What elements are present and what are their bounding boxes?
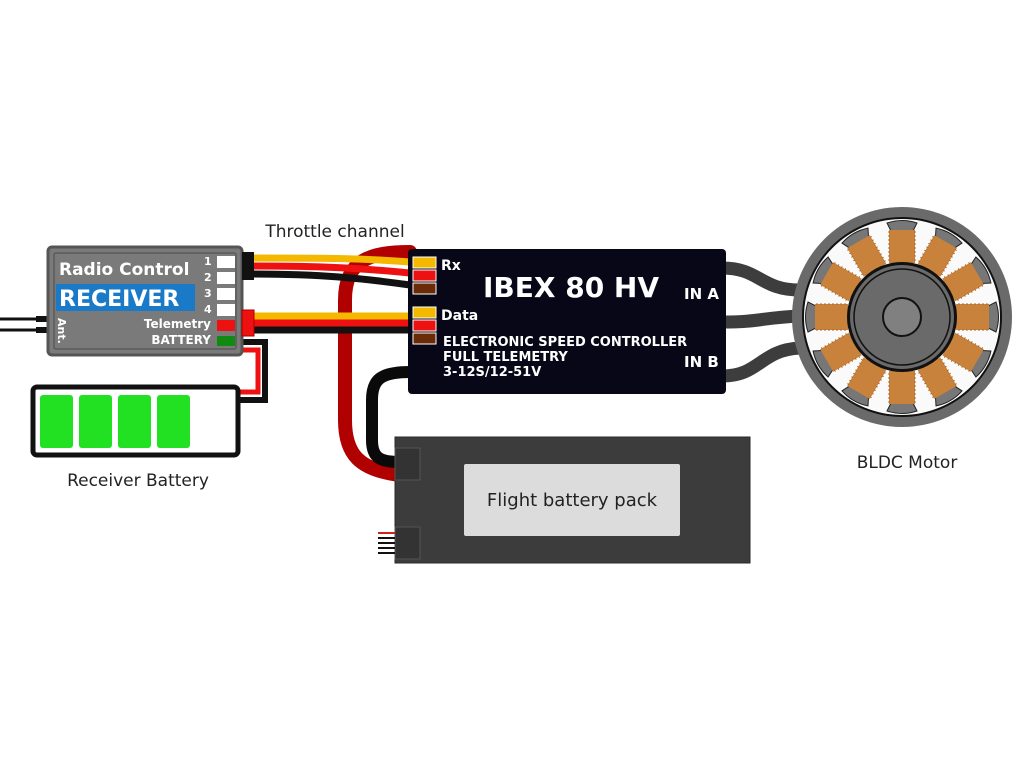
telemetry-label: Telemetry <box>144 317 211 331</box>
esc-rx-label: Rx <box>441 258 461 274</box>
motor-shaft <box>882 297 922 337</box>
telemetry-connector <box>241 309 255 337</box>
channel-1-label: 1 <box>204 255 212 268</box>
channel-2-label: 2 <box>204 271 212 284</box>
esc-data-port <box>412 306 437 345</box>
stator-coil <box>917 357 963 407</box>
main-power-connector <box>394 447 421 481</box>
esc-telemetry: FULL TELEMETRY <box>443 350 568 365</box>
stator-coil <box>886 220 918 263</box>
balance-connector <box>394 526 421 560</box>
channel-3-label: 3 <box>204 287 212 300</box>
flight-battery: Flight battery pack <box>378 436 751 564</box>
telemetry-cable <box>250 312 410 334</box>
channel-4-port <box>217 304 235 316</box>
bldc-motor <box>792 207 1012 427</box>
esc-rx-port <box>412 256 437 295</box>
rx-battery-plus-wire <box>238 347 261 395</box>
telemetry-port <box>217 320 235 331</box>
esc-data-label: Data <box>441 308 478 324</box>
esc: Rx Data IBEX 80 HV IN A IN B ELECTRONIC … <box>408 249 726 394</box>
esc-model: IBEX 80 HV <box>483 271 659 304</box>
antenna-label: Ant. <box>55 318 68 344</box>
stator-coil <box>886 371 918 414</box>
stator-coil <box>812 256 862 302</box>
rx-battery-minus-wire <box>238 339 268 403</box>
battery-cell <box>118 395 151 448</box>
receiver: Radio Control RECEIVER Ant. 1 2 3 4 Tele… <box>46 245 255 357</box>
throttle-channel-label: Throttle channel <box>264 222 404 242</box>
esc-in-b: IN B <box>684 353 719 371</box>
power-plus-wire <box>338 245 417 482</box>
receiver-title: Radio Control <box>59 260 189 280</box>
esc-description: ELECTRONIC SPEED CONTROLLER <box>443 335 687 350</box>
flight-battery-label: Flight battery pack <box>487 490 658 511</box>
stator-coil <box>841 357 887 407</box>
stator-coil <box>805 301 848 333</box>
stator-coil <box>917 227 963 277</box>
channel-3-port <box>217 288 235 300</box>
battery-cell <box>79 395 112 448</box>
bldc-motor-label: BLDC Motor <box>857 453 958 473</box>
receiver-battery-label: Receiver Battery <box>67 471 209 491</box>
stator-coil <box>942 256 992 302</box>
receiver-subtitle: RECEIVER <box>59 287 179 312</box>
esc-voltage-range: 3-12S/12-51V <box>443 365 541 380</box>
battery-port-label: BATTERY <box>151 333 211 347</box>
stator-coil <box>942 332 992 378</box>
stator-coil <box>812 332 862 378</box>
channel-2-port <box>217 272 235 284</box>
channel-1-port <box>217 256 235 268</box>
stator-coil <box>956 301 999 333</box>
stator-coil <box>841 227 887 277</box>
power-minus-wire <box>366 366 411 468</box>
battery-cell <box>157 395 190 448</box>
throttle-cable <box>249 254 411 289</box>
motor-phase-wires <box>721 261 801 383</box>
channel-4-label: 4 <box>204 303 212 316</box>
balance-lead <box>378 532 395 554</box>
esc-in-a: IN A <box>684 285 719 303</box>
receiver-battery <box>30 384 241 458</box>
battery-port <box>217 336 235 346</box>
battery-cell <box>40 395 73 448</box>
throttle-connector <box>242 252 254 280</box>
